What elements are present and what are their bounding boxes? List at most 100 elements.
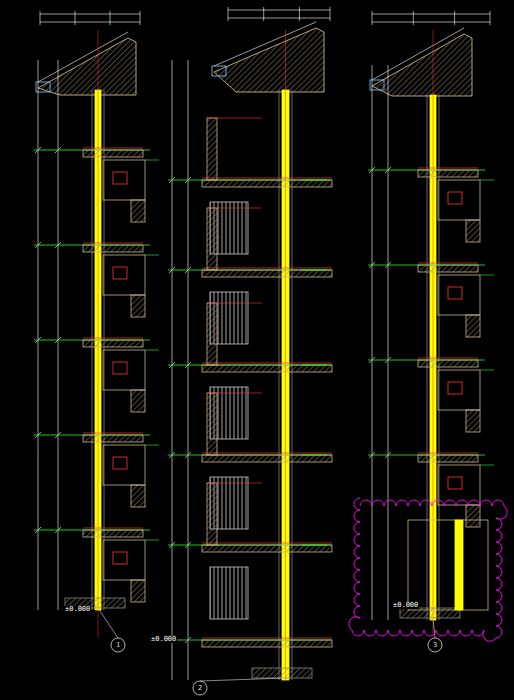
dimension-tick [263, 7, 264, 21]
level-line [302, 545, 327, 546]
floor-slab [83, 245, 143, 252]
dimension-line [228, 10, 330, 11]
floor-slab [418, 360, 478, 367]
level-line [302, 455, 327, 456]
lintel [466, 220, 480, 242]
window-frame [103, 540, 145, 580]
elevation-mark: ±0.000 [64, 606, 91, 613]
roof-eave [38, 38, 136, 95]
axis-line [285, 30, 286, 680]
window-sill [113, 362, 127, 374]
dimension-tick [228, 7, 229, 21]
dimension-chain [388, 65, 389, 620]
level-line [145, 350, 159, 351]
wall-line [292, 90, 293, 680]
floor-finish [202, 178, 332, 179]
floor-slab [83, 340, 143, 347]
lintel [131, 485, 145, 507]
floor-finish [83, 433, 143, 434]
floor-slab [202, 640, 332, 647]
floor-finish [418, 263, 478, 264]
axis-number: 1 [115, 642, 121, 649]
level-line [145, 540, 159, 541]
lintel [131, 390, 145, 412]
window-sill [448, 477, 462, 489]
floor-slab [202, 180, 332, 187]
balcony-line [207, 483, 262, 484]
floor-slab [202, 270, 332, 277]
floor-slab [83, 530, 143, 537]
dimension-tick [299, 7, 300, 21]
floor-slab [418, 170, 478, 177]
floor-finish [202, 363, 332, 364]
floor-finish [202, 638, 332, 639]
window-frame [103, 350, 145, 390]
level-line [302, 180, 327, 181]
floor-finish [83, 243, 143, 244]
level-line [480, 370, 494, 371]
floor-finish [83, 148, 143, 149]
lintel [466, 315, 480, 337]
revision-cloud [349, 498, 507, 641]
axis-bubble [111, 638, 125, 652]
axis-line [433, 30, 434, 637]
floor-finish [202, 453, 332, 454]
dimension-chain [38, 60, 39, 610]
roof-line [38, 32, 128, 82]
dimension-tick [330, 7, 331, 21]
roof-line [372, 28, 464, 80]
axis-number: 3 [432, 642, 438, 649]
window-frame [438, 465, 480, 505]
window-sill [448, 382, 462, 394]
dimension-line [372, 14, 490, 15]
dimension-tick [413, 11, 414, 25]
elevation-mark: ±0.000 [392, 602, 419, 609]
dimension-tick [490, 11, 491, 25]
floor-finish [418, 453, 478, 454]
dimension-tick [140, 11, 141, 25]
roof-eave [372, 34, 472, 96]
dimension-tick [454, 11, 455, 25]
wall-insulation [455, 520, 463, 610]
floor-finish [418, 168, 478, 169]
ground-slab [252, 668, 312, 678]
dimension-tick [75, 11, 76, 25]
balcony-parapet [207, 208, 217, 270]
axis-bubble [193, 681, 207, 695]
level-line [145, 160, 159, 161]
floor-finish [202, 543, 332, 544]
balcony-line [207, 393, 262, 394]
dimension-line [40, 14, 140, 15]
floor-slab [202, 545, 332, 552]
floor-finish [202, 268, 332, 269]
window-sill [113, 267, 127, 279]
balcony-parapet [207, 118, 217, 180]
ground-slab [400, 608, 460, 618]
lintel [131, 295, 145, 317]
floor-finish [83, 338, 143, 339]
lintel [466, 505, 480, 527]
window-frame [103, 255, 145, 295]
basement-wall [408, 520, 488, 610]
floor-slab [418, 455, 478, 462]
level-line [480, 180, 494, 181]
dimension-chain [188, 60, 189, 680]
level-line [480, 275, 494, 276]
floor-slab [418, 265, 478, 272]
floor-finish [418, 358, 478, 359]
window-frame [103, 445, 145, 485]
dimension-tick [40, 11, 41, 25]
window-frame [438, 370, 480, 410]
axis-number: 2 [197, 685, 203, 692]
elevation-mark: ±0.000 [150, 636, 177, 643]
level-line [145, 255, 159, 256]
balcony-parapet [207, 483, 217, 545]
floor-slab [202, 365, 332, 372]
axis-bubble [428, 638, 442, 652]
dimension-tick [110, 11, 111, 25]
floor-slab [83, 435, 143, 442]
window-frame [438, 275, 480, 315]
dimension-line [40, 22, 140, 23]
window-frame [103, 160, 145, 200]
